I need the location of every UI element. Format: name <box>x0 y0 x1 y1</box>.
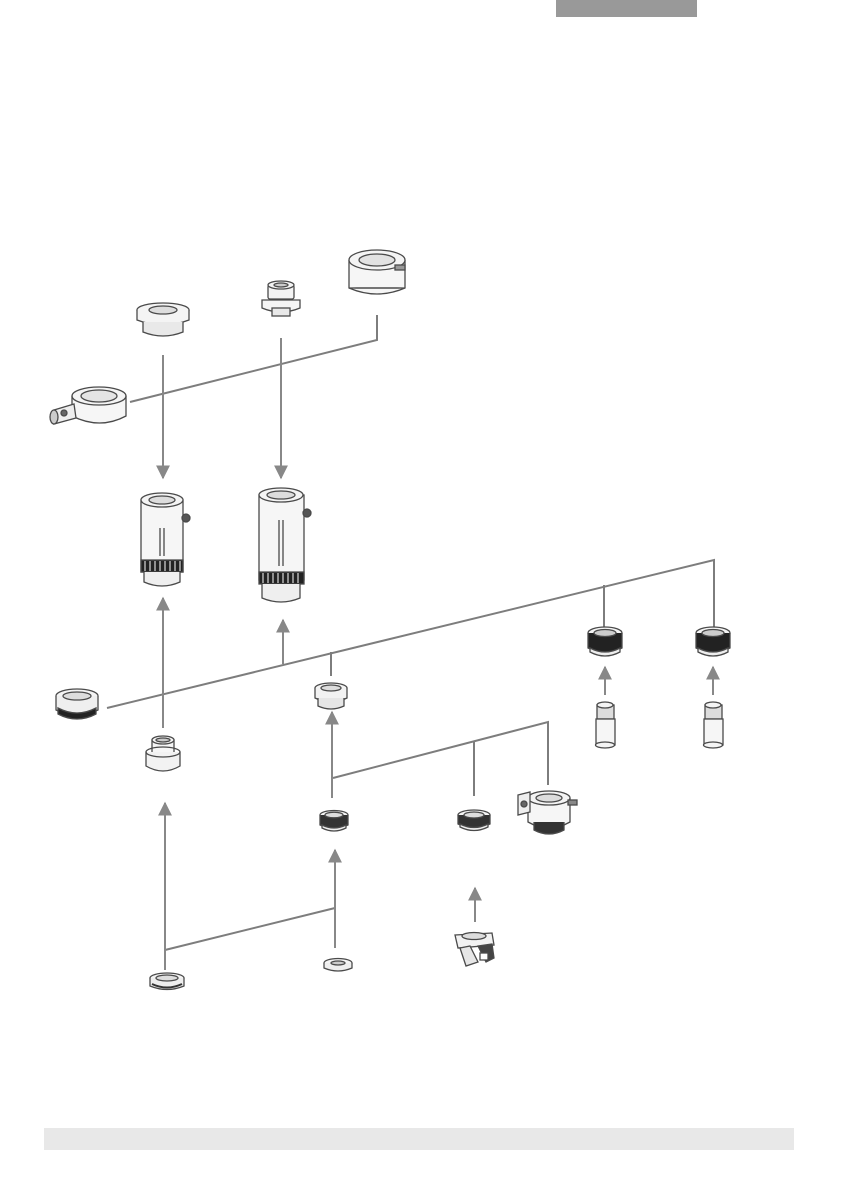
mount-ring-middle <box>458 810 490 831</box>
mount-ring-center <box>315 683 347 709</box>
clamp-adapter <box>518 791 577 834</box>
knurled-ring-right-1 <box>588 627 622 656</box>
footer-bar <box>44 1128 794 1150</box>
c-mount-adapter-top <box>262 281 300 316</box>
mount-ring-lower <box>320 811 348 832</box>
bracket-holder <box>455 933 494 967</box>
connector-middle-branch <box>333 722 548 785</box>
ring-adapter-top <box>137 303 189 336</box>
camera-adapter-top <box>349 250 405 294</box>
flat-ring-bottom-center <box>324 959 352 972</box>
flat-ring-bottom-left <box>150 973 184 990</box>
side-port-adapter <box>50 387 126 424</box>
eyepiece-2 <box>704 702 724 748</box>
connector-bottom-branch <box>165 908 335 950</box>
connector-main-diagonal <box>107 560 714 708</box>
eyepiece-1 <box>596 702 616 748</box>
zoom-tube-left <box>141 493 190 586</box>
knurled-ring-right-2 <box>696 627 730 656</box>
zoom-tube-right <box>259 488 311 602</box>
knurled-ring-left <box>56 689 98 719</box>
tube-adapter <box>146 736 180 771</box>
